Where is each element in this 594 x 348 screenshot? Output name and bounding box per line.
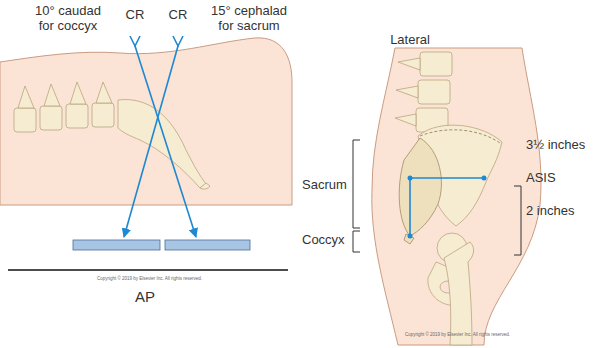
lumbar-vertebrae: [395, 52, 452, 132]
landmark-label: ASIS: [526, 171, 556, 186]
vertebra: [40, 106, 62, 130]
sacrum-bone: [118, 100, 206, 188]
table-line: [8, 269, 288, 271]
dimension-label: 3½ inches: [526, 138, 585, 153]
image-receptors: [8, 240, 288, 270]
central-ray: [124, 46, 178, 237]
brackets: [353, 140, 521, 255]
vertebra: [66, 104, 88, 128]
vertebra: [418, 80, 450, 104]
spinous-process: [70, 82, 86, 104]
central-rays: [124, 36, 196, 237]
drop-line: [409, 178, 411, 236]
spinous-process: [44, 84, 60, 106]
coccyx-dot: [408, 234, 413, 239]
ray-fork: [173, 36, 183, 46]
central-ray: [135, 46, 196, 237]
dimension-label: 2 inches: [526, 204, 574, 219]
spinous-process: [396, 86, 418, 98]
coccyx-bone: [404, 234, 414, 244]
angle-note: 10° caudad for coccyx: [28, 4, 108, 34]
lateral-patient: [372, 48, 541, 345]
ap-patient: [0, 38, 292, 205]
asis-dot: [482, 176, 487, 181]
vertebra: [420, 52, 452, 76]
region-label: Sacrum: [302, 178, 347, 193]
spinous-process: [18, 86, 34, 108]
panel-label: Lateral: [380, 33, 440, 48]
image-receptor: [73, 240, 160, 250]
body-silhouette: [372, 48, 541, 345]
landmark-dot: [408, 176, 413, 181]
vertebra: [14, 108, 36, 132]
ray-fork: [130, 36, 140, 46]
sacrum-bracket: [353, 140, 360, 228]
ray-label: CR: [167, 8, 189, 23]
measurement-lines: [408, 176, 487, 239]
angle-note: 15° cephalad for sacrum: [204, 4, 294, 34]
asis-line: [410, 177, 484, 179]
distance-bracket: [514, 186, 521, 255]
femur-shaft: [444, 242, 474, 345]
copyright-note: Copyright © 2019 by Elsevier Inc. All ri…: [97, 276, 197, 281]
ray-label: CR: [124, 8, 146, 23]
spinous-process: [96, 82, 112, 103]
sacrum-bone: [399, 138, 441, 236]
iliac-crest: [420, 130, 500, 143]
vertebra: [92, 103, 114, 127]
panel-label: AP: [128, 288, 162, 305]
coccyx-bone: [200, 183, 210, 189]
lumbar-vertebrae: [14, 82, 114, 132]
region-label: Coccyx: [302, 233, 345, 248]
copyright-note: Copyright © 2019 by Elsevier Inc. All ri…: [405, 332, 505, 337]
body-silhouette: [0, 38, 292, 205]
coccyx-bracket: [353, 231, 360, 252]
image-receptor: [165, 240, 250, 250]
spinous-process: [395, 114, 416, 126]
spinous-process: [398, 58, 420, 70]
